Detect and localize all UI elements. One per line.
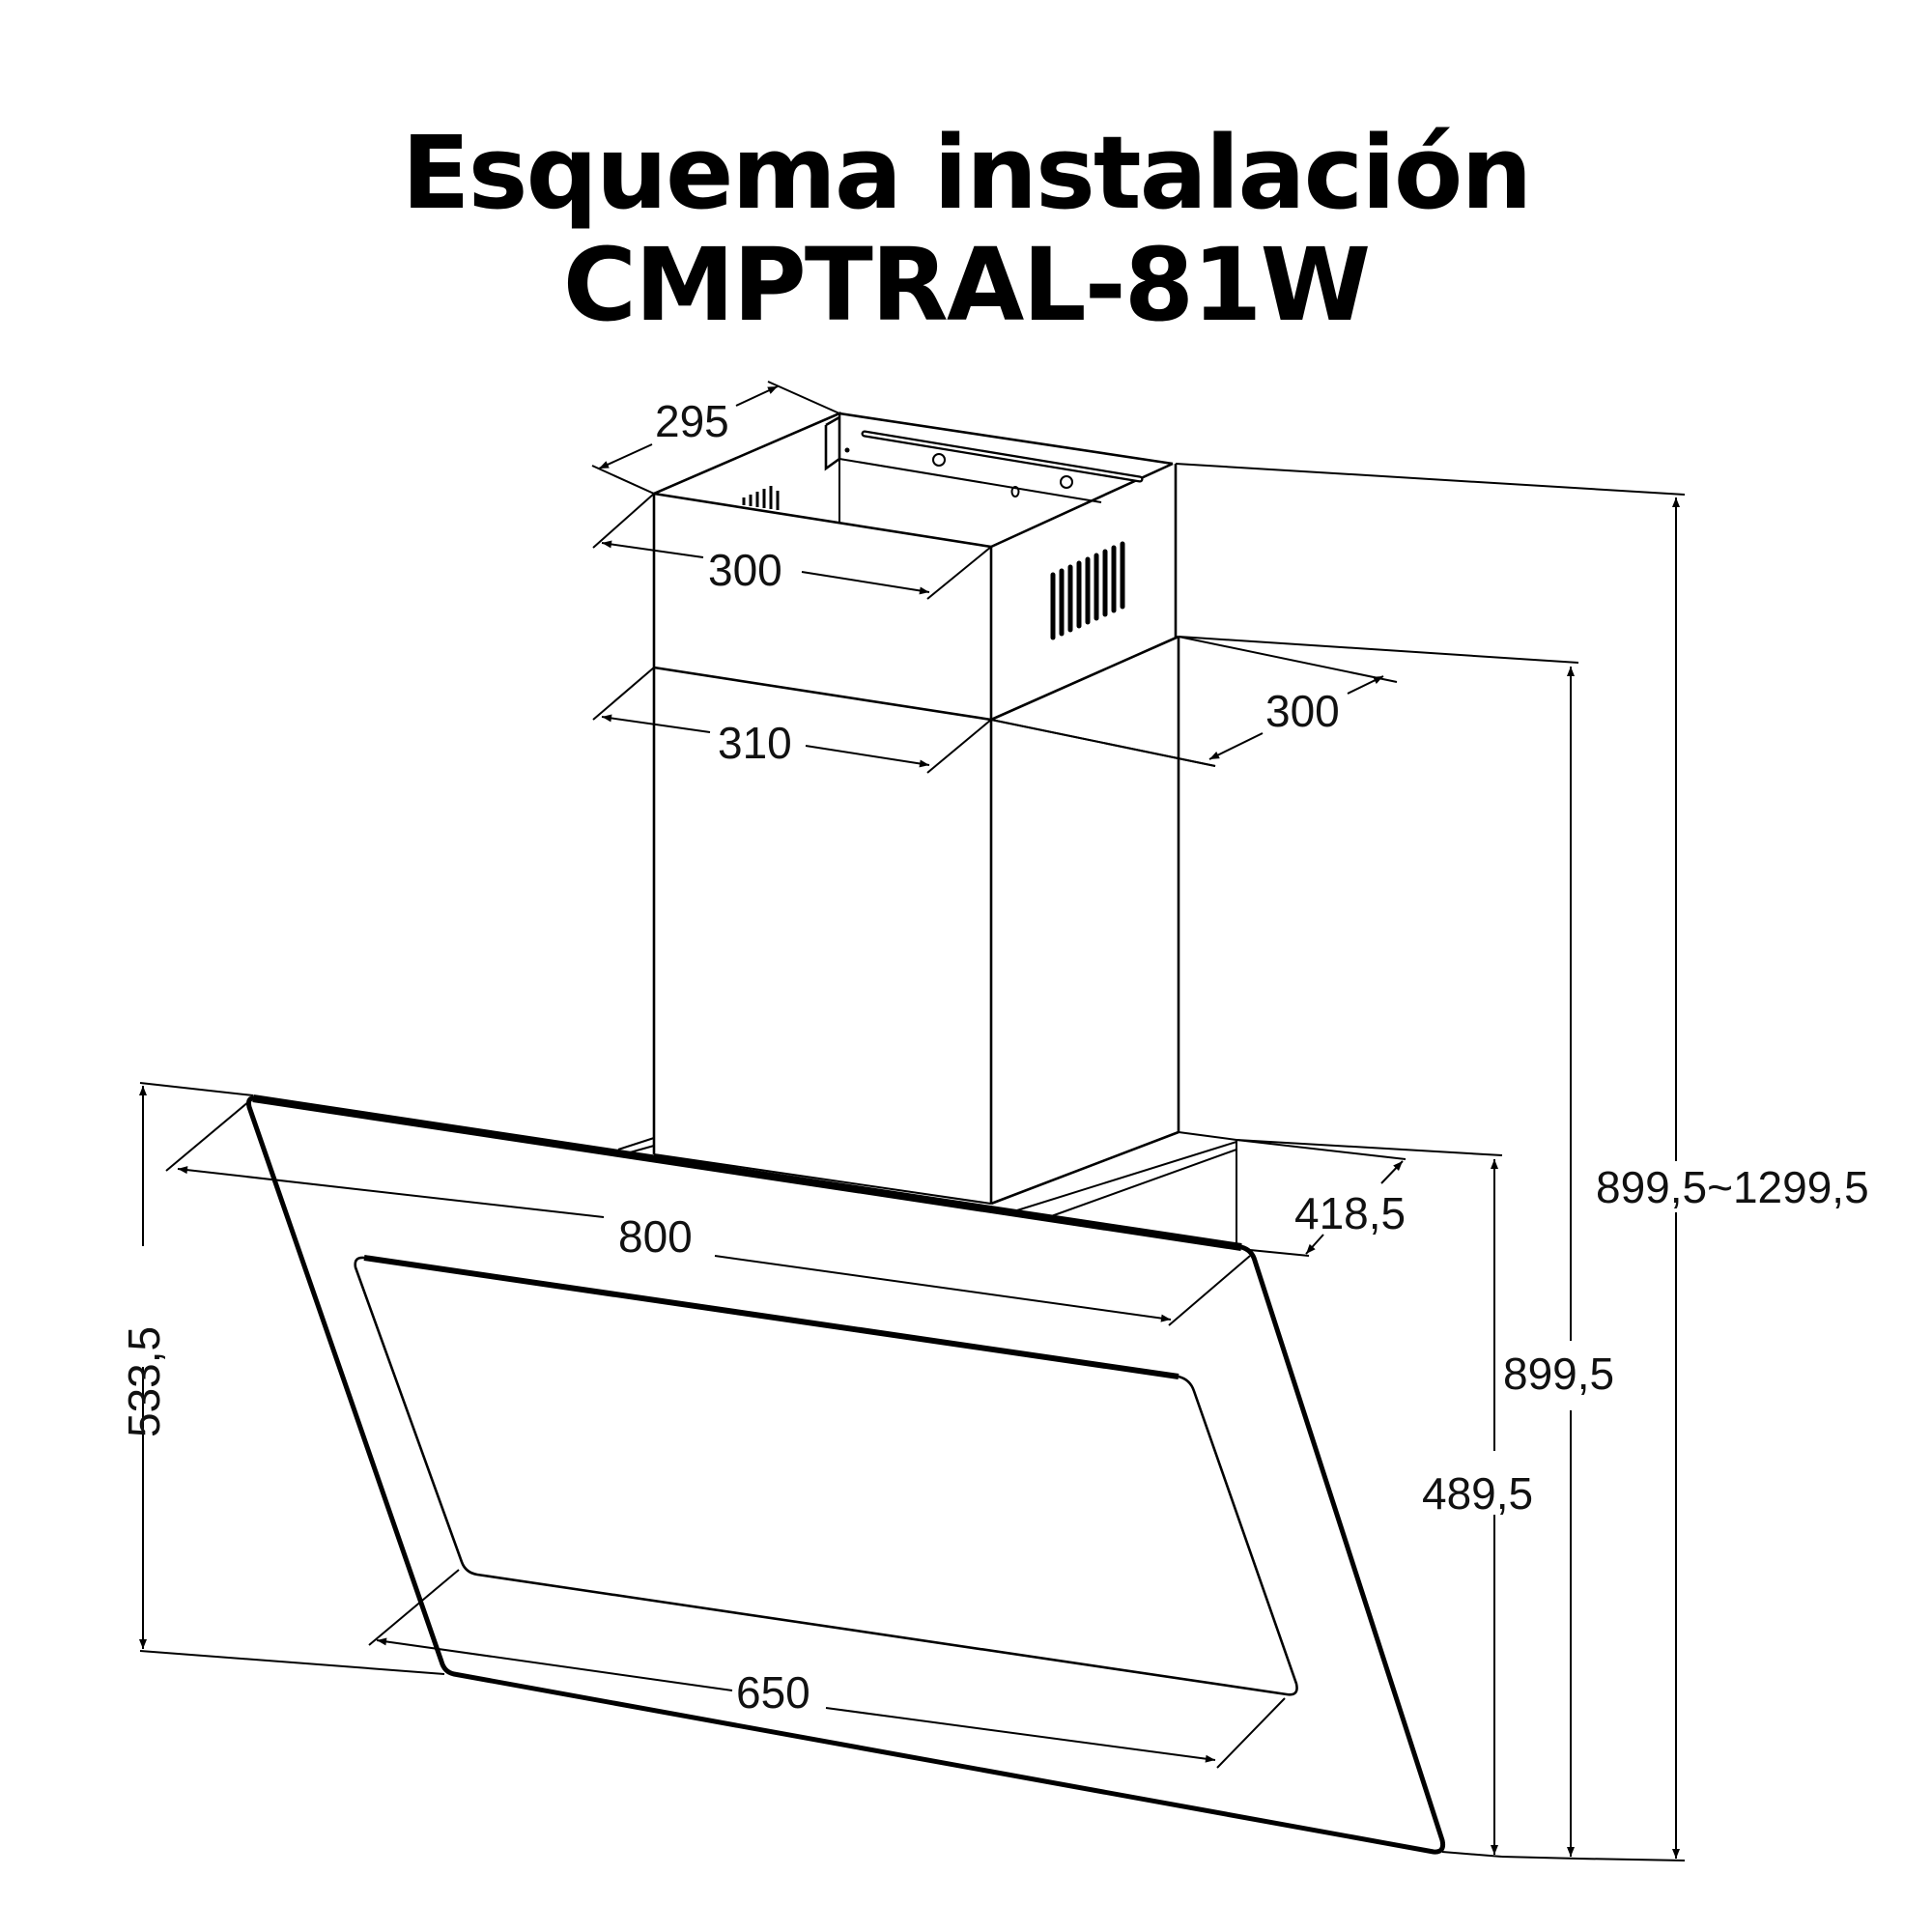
dimension-310: 310 — [592, 667, 992, 774]
model-name: CMPTRAL-81W — [562, 226, 1371, 344]
dimension-total-range: 899,5~1299,5 — [1175, 463, 1869, 1861]
dimension-418-5: 418,5 — [1236, 1139, 1406, 1257]
dimension-800: 800 — [165, 1100, 1251, 1326]
dimension-295: 295 — [591, 381, 840, 495]
dimension-label: 800 — [618, 1211, 693, 1262]
dimension-label: 489,5 — [1422, 1468, 1533, 1519]
dimension-533-5: 533,5 — [119, 1082, 445, 1675]
dimension-label: 418,5 — [1294, 1188, 1406, 1238]
hood-glass-panel — [246, 1094, 1446, 1855]
screw-icon — [932, 453, 946, 467]
diagram-title: Esquema instalación — [401, 114, 1533, 232]
vent-slots-back — [742, 486, 780, 510]
dimension-label: 300 — [708, 545, 782, 595]
vent-slots-side — [1050, 541, 1125, 640]
dimension-label: 295 — [655, 396, 729, 446]
dimension-label: 899,5~1299,5 — [1596, 1162, 1869, 1212]
screw-icon — [1060, 475, 1073, 489]
dimension-899-5: 899,5 — [1178, 636, 1614, 1860]
dimension-650: 650 — [368, 1569, 1286, 1769]
dimension-label: 899,5 — [1503, 1349, 1614, 1399]
dimension-label: 310 — [718, 718, 792, 768]
dimension-label: 300 — [1265, 686, 1340, 736]
dimension-300-top: 300 — [592, 493, 992, 600]
dimension-489-5: 489,5 — [1236, 1139, 1533, 1858]
dimension-300-side: 300 — [990, 636, 1398, 767]
dimension-label: 650 — [736, 1667, 810, 1718]
dimension-label: 533,5 — [119, 1326, 169, 1437]
chimney-lower — [617, 635, 1237, 1246]
chimney-upper — [652, 412, 1178, 1204]
